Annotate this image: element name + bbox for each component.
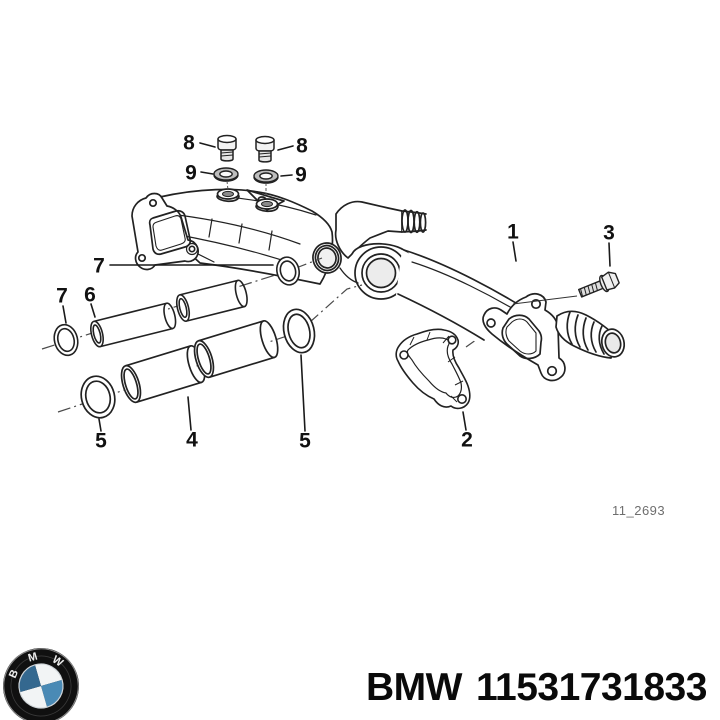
callout-9-right: 9 (295, 163, 307, 187)
diagram-code: 11_2693 (612, 503, 666, 518)
part-3-bolt (577, 271, 620, 298)
callout-2: 2 (461, 428, 473, 452)
callout-3: 3 (603, 221, 615, 245)
callout-7-left: 7 (56, 284, 68, 308)
part-9-seal-washer-left (213, 167, 239, 182)
center-lines-front (295, 257, 363, 323)
callout-1: 1 (507, 220, 519, 244)
leader-lines (62, 142, 611, 432)
part-2-gasket (395, 328, 471, 410)
callout-4: 4 (186, 428, 198, 452)
callout-8-left: 8 (183, 131, 195, 155)
part-9-seal-washer-right (253, 169, 279, 184)
part-7-oring-mid (276, 256, 300, 286)
callout-5-right: 5 (299, 429, 311, 453)
callout-5-left: 5 (95, 429, 107, 453)
part-title: BMW 11531731833 (366, 666, 707, 710)
bmw-logo-letters: B M W (7, 651, 66, 680)
plug-assembly-dashes (226, 180, 267, 195)
part-8-screw-plug-left (217, 134, 237, 162)
bolt-pointer-line (512, 295, 578, 305)
callout-9-left: 9 (185, 161, 197, 185)
part-5-oring-left (80, 375, 116, 419)
part-5-oring-right (282, 308, 316, 354)
part-8-screw-plug-right (255, 135, 275, 163)
part-number-text: 11531731833 (475, 666, 707, 709)
exploded-diagram-artwork (41, 134, 626, 432)
part-7-oring-far-left (53, 323, 79, 357)
bmw-logo: B M W (3, 648, 79, 720)
callout-8-right: 8 (296, 134, 308, 158)
part-4-sleeve (120, 319, 279, 404)
callout-7-mid: 7 (93, 254, 105, 278)
svg-text:M: M (27, 651, 39, 665)
part-6-sleeve (90, 279, 248, 348)
bmw-logo-quadrants (18, 663, 64, 709)
brand-text: BMW (366, 666, 462, 709)
callout-6: 6 (84, 283, 96, 307)
